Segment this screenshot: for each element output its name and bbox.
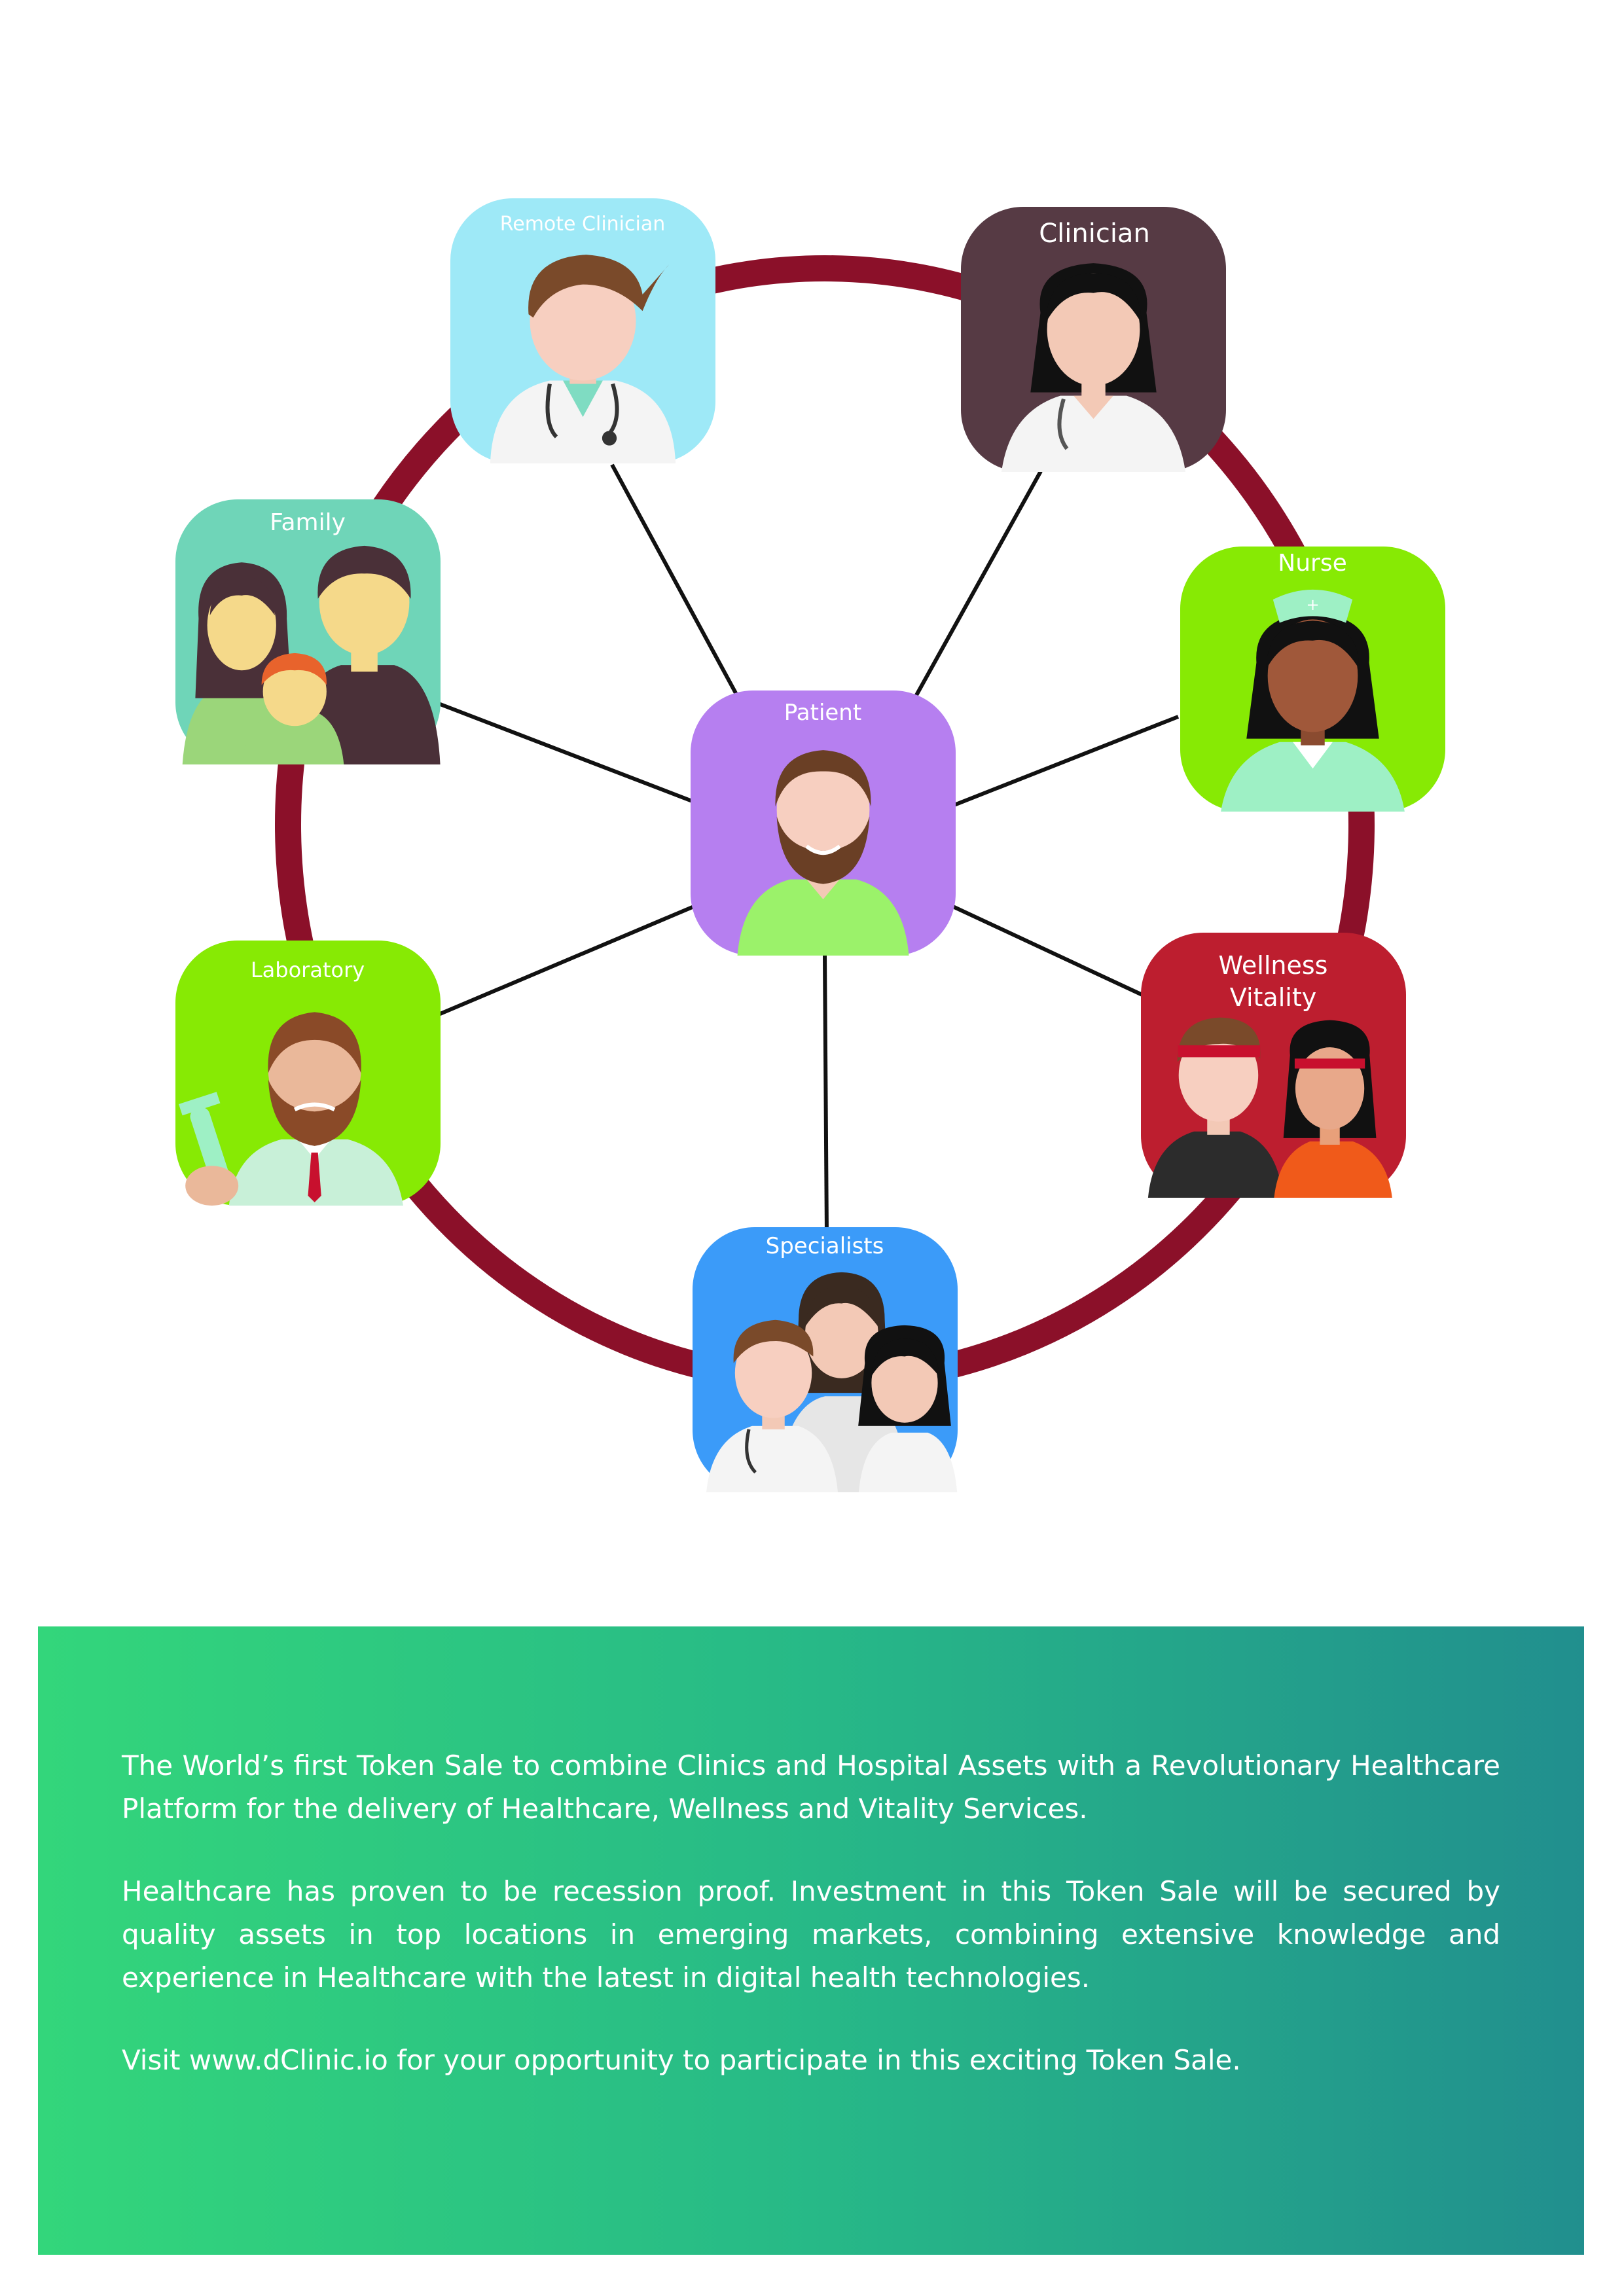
spokes — [437, 463, 1180, 1234]
spoke-family — [437, 702, 695, 804]
node-patient: Patient — [691, 691, 956, 956]
node-laboratory: Laboratory — [175, 941, 441, 1206]
spoke-nurse — [945, 715, 1180, 810]
patient-avatar-icon — [737, 750, 909, 956]
lab-technician-avatar-icon — [179, 1012, 403, 1206]
node-specialists: Specialists — [693, 1227, 958, 1492]
node-clinician: Clinician — [961, 207, 1226, 472]
node-clinician-label: Clinician — [1039, 219, 1150, 249]
node-remote-clinician: Remote Clinician — [450, 198, 715, 463]
info-paragraph-1: The World’s first Token Sale to combine … — [122, 1749, 1500, 1825]
spoke-specialists — [823, 955, 829, 1234]
specialists-group-icon — [706, 1272, 958, 1492]
node-nurse-label: Nurse — [1278, 550, 1346, 577]
family-avatar-icon — [182, 545, 441, 764]
doctor-avatar-icon — [490, 255, 676, 463]
doctor-female-avatar-icon — [1001, 263, 1185, 472]
care-network-diagram: Remote Clinician Clinician + Nurse — [175, 198, 1445, 1492]
info-paragraph-2: Healthcare has proven to be recession pr… — [122, 1875, 1500, 1994]
node-family: Family — [175, 499, 441, 764]
spoke-clinician — [908, 470, 1043, 708]
info-paragraph-3: Visit www.dClinic.io for your opportunit… — [122, 2044, 1241, 2076]
node-remote-clinician-label: Remote Clinician — [500, 213, 665, 236]
node-wellness-vitality: Wellness Vitality — [1141, 933, 1406, 1198]
node-wellness-label: Wellness — [1219, 951, 1328, 980]
nurse-avatar-icon: + — [1221, 589, 1405, 812]
node-laboratory-label: Laboratory — [251, 958, 365, 982]
node-patient-label: Patient — [784, 700, 861, 726]
athletes-avatar-icon — [1147, 1017, 1392, 1198]
node-nurse: + Nurse — [1180, 547, 1445, 812]
svg-text:+: + — [1306, 595, 1319, 614]
node-family-label: Family — [270, 509, 346, 536]
node-specialists-label: Specialists — [766, 1233, 884, 1259]
spoke-wellness — [945, 901, 1144, 997]
info-panel: The World’s first Token Sale to combine … — [38, 1626, 1584, 2255]
spoke-laboratory — [437, 905, 695, 1016]
node-vitality-label: Vitality — [1230, 983, 1316, 1012]
spoke-remote-clinician — [610, 463, 742, 702]
